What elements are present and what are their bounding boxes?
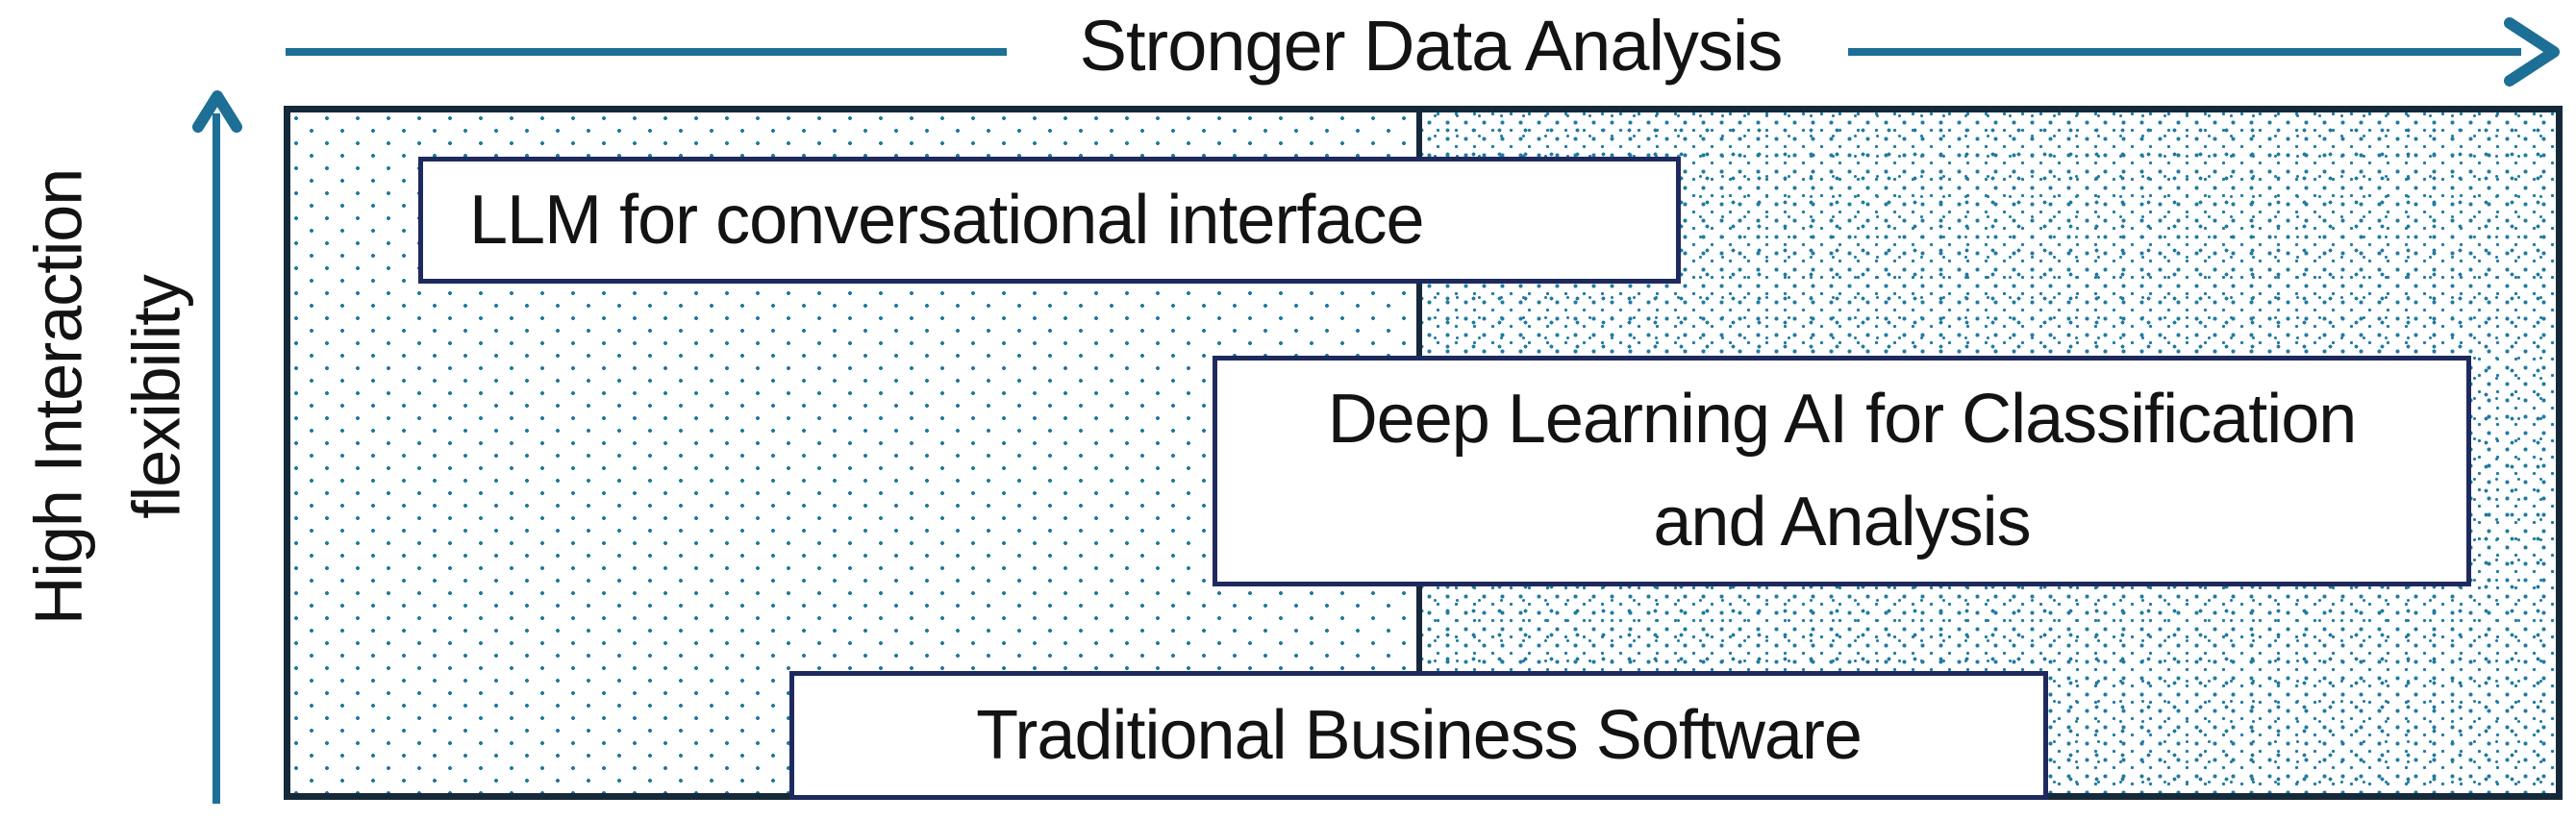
llm-box-label: LLM for conversational interface (469, 182, 1425, 259)
up-arrow-icon (192, 88, 242, 139)
deep-learning-box-label-line2: and Analysis (1653, 484, 2031, 560)
deep-learning-box: Deep Learning AI for Classification and … (1213, 356, 2471, 586)
right-arrow-icon (2500, 13, 2569, 95)
traditional-software-box: Traditional Business Software (789, 671, 2048, 800)
y-axis-line (213, 113, 220, 804)
y-axis-label: High Interaction flexibility (11, 169, 206, 625)
traditional-software-box-label: Traditional Business Software (976, 697, 1863, 774)
deep-learning-box-label-line1: Deep Learning AI for Classification (1327, 381, 2358, 459)
llm-box: LLM for conversational interface (418, 157, 1681, 284)
y-axis-label-line1: High Interaction (20, 168, 96, 626)
x-axis-label: Stronger Data Analysis (1079, 6, 1784, 86)
x-axis-line-left (286, 48, 1007, 56)
x-axis-line-right (1848, 48, 2521, 56)
y-axis-label-line2: flexibility (118, 275, 193, 519)
